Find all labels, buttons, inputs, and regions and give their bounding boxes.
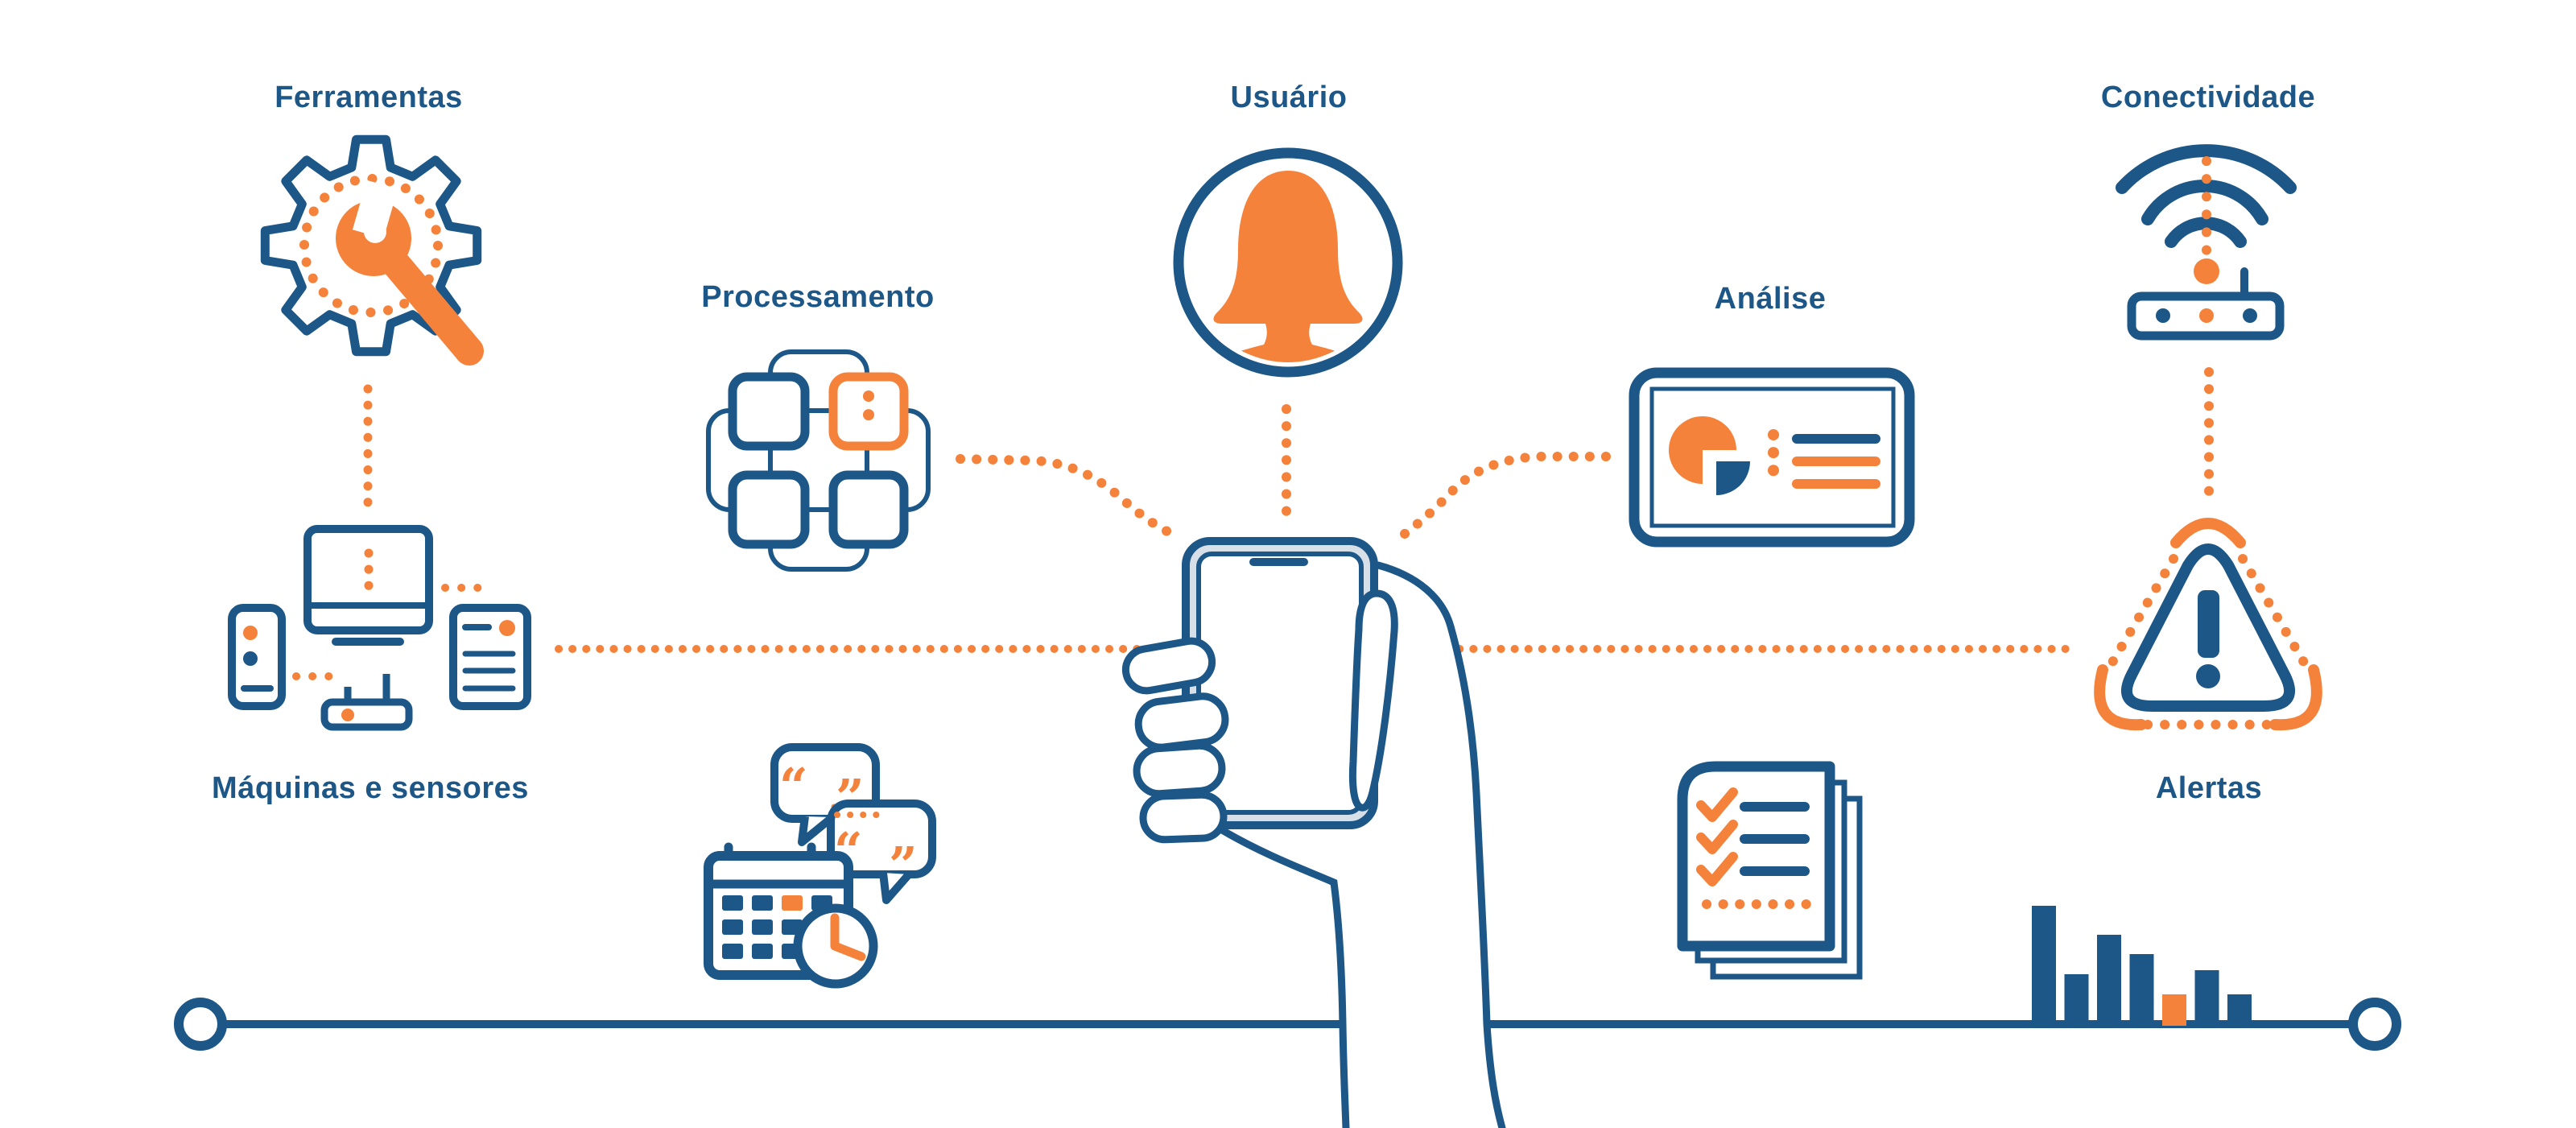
exclamation-bar [2198, 590, 2219, 658]
bar [2194, 970, 2219, 1026]
check-icon [1696, 852, 1738, 886]
bar [2129, 954, 2154, 1026]
label-ferramentas: Ferramentas [275, 81, 463, 114]
fingers [1121, 637, 1229, 844]
bar [2032, 906, 2056, 1026]
timeline-baseline [174, 998, 2401, 1051]
process-box-1 [728, 372, 810, 451]
gear-dotted-ring [299, 174, 443, 317]
label-maquinas: Máquinas e sensores [212, 771, 529, 805]
label-conectividade: Conectividade [2100, 81, 2316, 114]
dashboard-pie-icon [1629, 367, 1915, 547]
baseline-left-node [174, 998, 227, 1051]
wifi-router-icon [2116, 144, 2297, 341]
process-box-4 [828, 470, 909, 549]
label-usuario: Usuário [1230, 81, 1348, 114]
wrench-icon [336, 180, 484, 366]
bar-highlight [2162, 994, 2186, 1026]
alert-triangle-icon [2094, 518, 2322, 731]
female-user-icon [1173, 147, 1403, 378]
label-analise: Análise [1714, 282, 1827, 316]
check-icon [1696, 787, 1738, 822]
hand-right-contour [1374, 561, 1506, 1128]
gear-wrench-icon [260, 134, 484, 366]
dotted-connectors [363, 367, 2214, 653]
small-router-icon [320, 674, 413, 731]
clock-icon [793, 903, 878, 989]
calendar-chat-clock-icon: “ ” “ ” [704, 743, 936, 989]
hand-left-contour [1214, 824, 1350, 1128]
label-processamento: Processamento [701, 280, 935, 314]
smartphone-icon [1182, 537, 1378, 829]
pie-chart-glyph [1669, 416, 1750, 495]
tower-pc-icon [228, 604, 286, 710]
sensor-document-icon [449, 604, 531, 710]
process-boxes-icon [706, 349, 931, 572]
close-quote-glyph: ” [889, 836, 918, 895]
chat-bubble-1: “ ” [770, 743, 880, 846]
connector-phone-analysis [1400, 452, 1616, 539]
connector-processing-phone [956, 454, 1174, 537]
monitor-icon [303, 525, 433, 646]
check-icon [1696, 820, 1738, 854]
bar [2097, 935, 2121, 1026]
phone-in-hand-icon [1121, 537, 1506, 1128]
bar [2227, 994, 2252, 1026]
chat-bubble-2: “ ” [827, 800, 936, 904]
label-alertas: Alertas [2155, 771, 2263, 805]
exclamation-dot [2196, 664, 2220, 688]
checklist-pages-icon [1677, 761, 1863, 980]
machines-sensors-icon [228, 525, 531, 731]
thumb [1348, 589, 1398, 812]
open-quote-glyph: “ [779, 757, 808, 816]
female-silhouette [1188, 171, 1388, 362]
baseline-right-node [2348, 998, 2401, 1051]
bar [2064, 974, 2089, 1026]
process-box-3 [728, 470, 810, 549]
bar-chart-icon [2032, 906, 2252, 1026]
